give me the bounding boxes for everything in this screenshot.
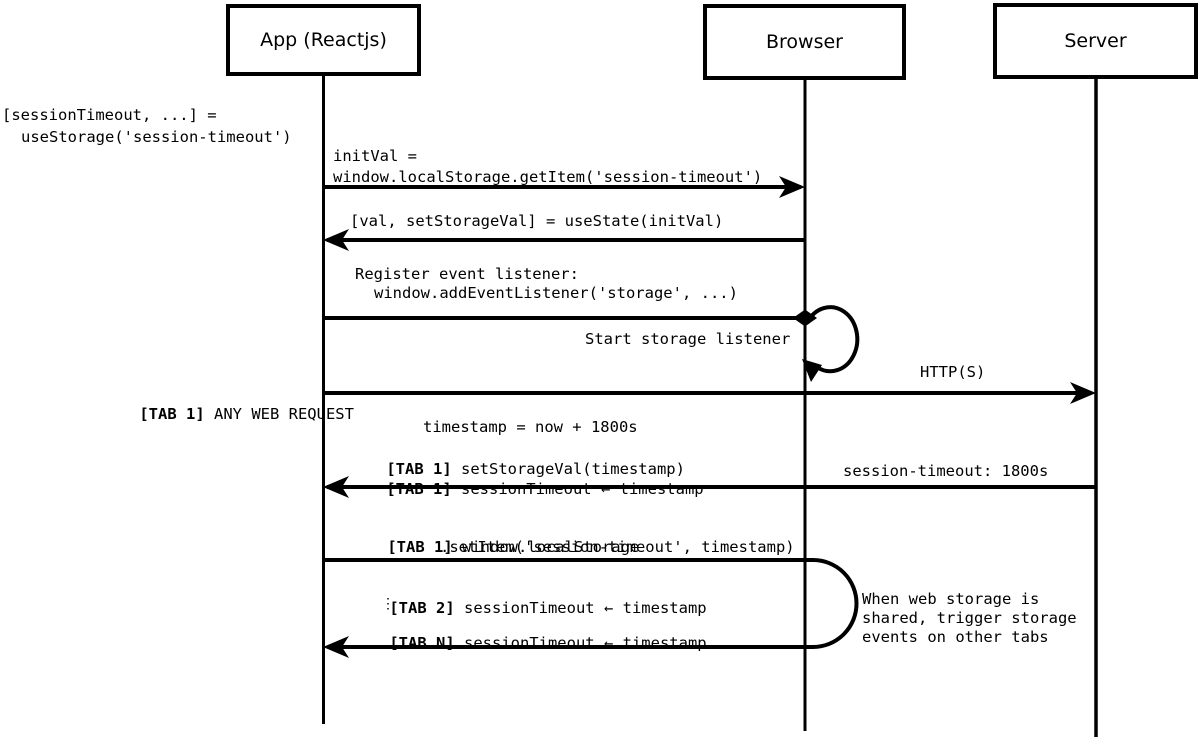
msg-broadcast-line2-text: sessionTimeout ← timestamp bbox=[454, 633, 707, 652]
msg-web-request-tab: [TAB 1] bbox=[139, 404, 205, 423]
msg-broadcast-line1: [TAB 2] sessionTimeout ← timestamp bbox=[352, 580, 707, 636]
note-line1: When web storage is bbox=[862, 590, 1040, 608]
msg-timeout-line2-text: setStorageVal(timestamp) bbox=[451, 459, 685, 478]
msg-web-request: [TAB 1] ANY WEB REQUEST bbox=[102, 386, 354, 442]
arrowhead-left-response bbox=[323, 476, 349, 498]
msg-server-response: session-timeout: 1800s bbox=[843, 462, 1049, 480]
msg-http: HTTP(S) bbox=[920, 363, 986, 381]
msg-timeout-line3-tab: [TAB 1] bbox=[386, 479, 452, 498]
msg-timeout-line1: timestamp = now + 1800s bbox=[423, 418, 638, 436]
msg-broadcast-line2: [TAB N] sessionTimeout ← timestamp bbox=[352, 615, 707, 671]
msg-getitem-line1: initVal = bbox=[333, 147, 417, 165]
msg-register-line1: Register event listener: bbox=[355, 265, 579, 283]
msg-usestate: [val, setStorageVal] = useState(initVal) bbox=[350, 212, 724, 230]
msg-setitem-line2: .setItem('session-timeout', timestamp) bbox=[440, 538, 795, 556]
msg-setitem-line1-text: window.localStorage bbox=[452, 537, 640, 556]
msg-broadcast-line1-tab: [TAB 2] bbox=[389, 598, 455, 617]
actor-box-server: Server bbox=[993, 3, 1198, 79]
self-loop-arc bbox=[805, 305, 860, 374]
actor-box-browser: Browser bbox=[703, 4, 906, 80]
msg-timeout-line2: [TAB 1] setStorageVal(timestamp) bbox=[349, 441, 685, 497]
msg-web-request-text: ANY WEB REQUEST bbox=[204, 404, 354, 423]
broadcast-curve bbox=[323, 558, 859, 649]
msg-broadcast-line2-tab: [TAB N] bbox=[389, 633, 455, 652]
msg-start-listener: Start storage listener bbox=[585, 330, 791, 348]
msg-register-line2: window.addEventListener('storage', ...) bbox=[374, 284, 738, 302]
msg-broadcast-ellipsis: ⋮ bbox=[381, 596, 395, 612]
diamond-register-endpoint bbox=[793, 309, 817, 327]
annotation-usestorage-line2: useStorage('session-timeout') bbox=[21, 128, 292, 146]
annotation-usestorage-line1: [sessionTimeout, ...] = bbox=[2, 106, 217, 124]
note-line2: shared, trigger storage bbox=[862, 609, 1077, 627]
actor-box-app: App (Reactjs) bbox=[226, 4, 421, 76]
msg-setitem-line1-tab: [TAB 1] bbox=[387, 537, 453, 556]
msg-getitem-line2: window.localStorage.getItem('session-tim… bbox=[333, 168, 763, 186]
msg-timeout-line3-text: sessionTimeout ← timestamp bbox=[451, 479, 704, 498]
msg-timeout-line2-tab: [TAB 1] bbox=[386, 459, 452, 478]
msg-setitem-line1: [TAB 1] window.localStorage bbox=[350, 519, 639, 575]
actor-label-server: Server bbox=[1064, 30, 1127, 52]
arrowhead-left-usestate bbox=[323, 229, 349, 251]
arrowhead-left-broadcast bbox=[323, 636, 349, 658]
note-line3: events on other tabs bbox=[862, 628, 1049, 646]
actor-label-browser: Browser bbox=[766, 31, 843, 53]
actor-label-app: App (Reactjs) bbox=[260, 29, 387, 51]
arrowhead-right-web-request bbox=[1070, 382, 1096, 404]
arrowhead-self-loop bbox=[802, 359, 822, 382]
msg-timeout-line3: [TAB 1] sessionTimeout ← timestamp bbox=[349, 461, 704, 517]
msg-broadcast-line1-text: sessionTimeout ← timestamp bbox=[454, 598, 707, 617]
arrowhead-right-getitem bbox=[779, 176, 805, 198]
